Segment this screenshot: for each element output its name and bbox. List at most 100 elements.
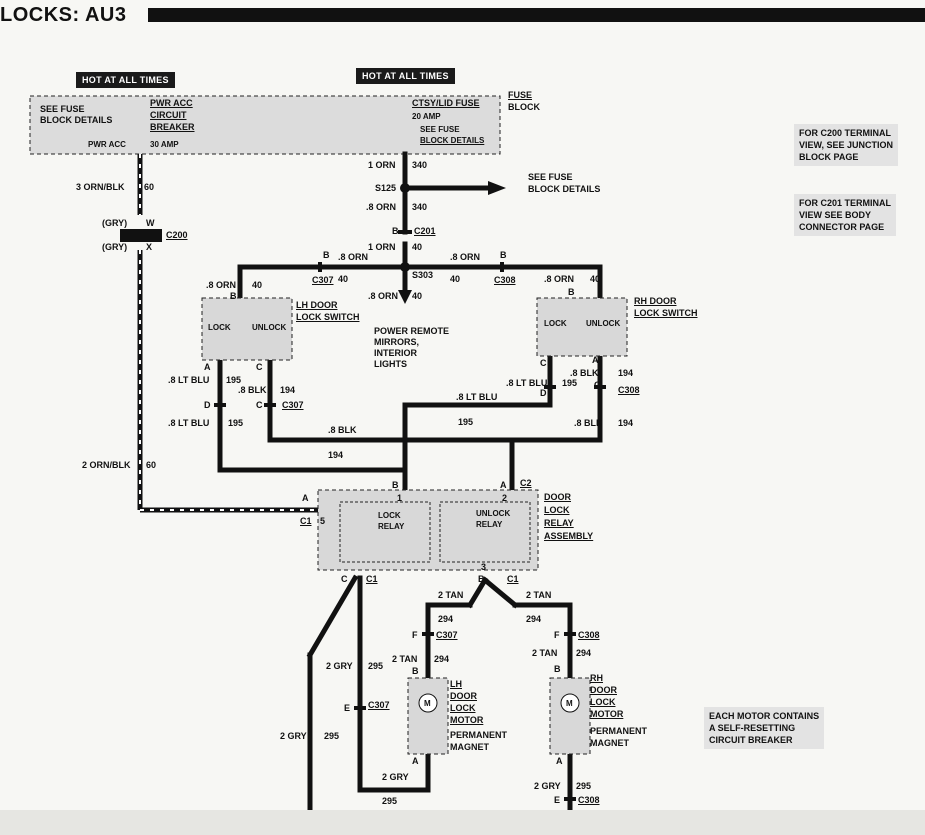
lh-switch-label2: LOCK SWITCH bbox=[296, 312, 360, 322]
pin-relay-3: 3 bbox=[481, 562, 487, 572]
wire-194-mid: 194 bbox=[328, 450, 344, 460]
see-fuse-right: SEE FUSE bbox=[420, 125, 460, 134]
pin-relay-2: 2 bbox=[502, 493, 508, 503]
c201-pin-b: B bbox=[392, 226, 399, 236]
rh-motor-m: M bbox=[566, 699, 573, 708]
pin-rhm-e: E bbox=[554, 795, 561, 805]
block-details-splice: BLOCK DETAILS bbox=[528, 184, 601, 194]
wire-194-rh2: 194 bbox=[618, 418, 634, 428]
fuse-label: FUSE bbox=[508, 90, 533, 100]
wire-60a: 60 bbox=[144, 182, 155, 192]
rh-permanent: PERMANENT bbox=[590, 726, 648, 736]
wire-08orn-down: .8 ORN bbox=[368, 291, 399, 301]
pin-relay-1: 1 bbox=[397, 493, 403, 503]
breaker-label: BREAKER bbox=[150, 122, 195, 132]
rh-motor-box bbox=[549, 677, 591, 755]
wire-294-l: 294 bbox=[438, 614, 454, 624]
pin-lhm-b: B bbox=[412, 666, 419, 676]
pin-lh-d: D bbox=[204, 400, 211, 410]
wire-340a: 340 bbox=[412, 160, 428, 170]
lh-permanent: PERMANENT bbox=[450, 730, 508, 740]
wire-ltblu-lh2: .8 LT BLU bbox=[168, 418, 210, 428]
ctsy-fuse-label: CTSY/LID FUSE bbox=[412, 98, 480, 108]
wire-40-right: 40 bbox=[450, 274, 461, 284]
pwr-acc-bottom: PWR ACC bbox=[88, 140, 126, 149]
rh-lock-switch-box bbox=[536, 297, 628, 357]
lh-motor-box bbox=[407, 677, 449, 755]
wire-2ornblk: 2 ORN/BLK bbox=[82, 460, 131, 470]
wire-blk-mid: .8 BLK bbox=[328, 425, 357, 435]
wire-195-lh2: 195 bbox=[228, 418, 244, 428]
c308-rh: C308 bbox=[618, 385, 640, 395]
circuit-label: CIRCUIT bbox=[150, 110, 187, 120]
wire-tan-rm: 2 TAN bbox=[532, 648, 558, 658]
block-details-right: BLOCK DETAILS bbox=[420, 136, 485, 145]
wire-194-lh1: 194 bbox=[280, 385, 296, 395]
page-title: LOCKS: AU3 bbox=[0, 4, 127, 26]
see-fuse-left: SEE FUSE bbox=[40, 104, 85, 114]
wire-gry-a: 2 GRY bbox=[326, 661, 353, 671]
amp30-label: 30 AMP bbox=[150, 140, 179, 149]
pin-relay-b: B bbox=[392, 480, 399, 490]
s125-label: S125 bbox=[375, 183, 397, 193]
wire-40a: 40 bbox=[412, 242, 423, 252]
pin-lh-a: A bbox=[204, 362, 211, 372]
see-fuse-splice: SEE FUSE bbox=[528, 172, 573, 182]
rh-switch-label: RH DOOR bbox=[634, 296, 677, 306]
pin-x: X bbox=[146, 242, 153, 252]
block-details-left: BLOCK DETAILS bbox=[40, 115, 113, 125]
pin-rhm-b: B bbox=[554, 664, 561, 674]
wire-08orn-left: .8 ORN bbox=[338, 252, 369, 262]
wire-295-a: 295 bbox=[368, 661, 384, 671]
lh-unlock: UNLOCK bbox=[252, 323, 287, 332]
wire-60b: 60 bbox=[146, 460, 157, 470]
pin-rh-d: D bbox=[540, 388, 547, 398]
wire-tan-l: 2 TAN bbox=[438, 590, 464, 600]
c307-f: C307 bbox=[436, 630, 458, 640]
c308-e: C308 bbox=[578, 795, 600, 805]
pwr-acc-label: PWR ACC bbox=[150, 98, 193, 108]
wire-08orn-rh: .8 ORN bbox=[544, 274, 575, 284]
wire-294-r: 294 bbox=[526, 614, 542, 624]
lh-lock: LOCK bbox=[208, 323, 231, 332]
fuse-block-box bbox=[29, 95, 501, 155]
wire-ltblu-rh1: .8 LT BLU bbox=[506, 378, 548, 388]
pin-rh-a: A bbox=[592, 355, 599, 365]
wire-340b: 340 bbox=[412, 202, 428, 212]
c2-label: C2 bbox=[520, 478, 532, 488]
pin-rh-c: C bbox=[540, 358, 547, 368]
lh-motor-m: M bbox=[424, 699, 431, 708]
wire-3ornblk: 3 ORN/BLK bbox=[76, 182, 125, 192]
hot-at-all-times-right: HOT AT ALL TIMES bbox=[356, 68, 455, 84]
wire-1orn-b: 1 ORN bbox=[368, 242, 396, 252]
pin-relay-c: C bbox=[341, 574, 348, 584]
wire-blk-rh1: .8 BLK bbox=[570, 368, 599, 378]
wire-gry-c: 2 GRY bbox=[382, 772, 409, 782]
wire-gry-b: 2 GRY bbox=[280, 731, 307, 741]
amp20-label: 20 AMP bbox=[412, 112, 441, 121]
rh-switch-label2: LOCK SWITCH bbox=[634, 308, 698, 318]
c308-top: C308 bbox=[494, 275, 516, 285]
wire-ltblu-mid: .8 LT BLU bbox=[456, 392, 498, 402]
wire-1orn: 1 ORN bbox=[368, 160, 396, 170]
pin-relay-a-left: A bbox=[302, 493, 309, 503]
wire-294-rm: 294 bbox=[576, 648, 592, 658]
wire-08orn: .8 ORN bbox=[366, 202, 397, 212]
pin-lhm-f: F bbox=[412, 630, 418, 640]
pin-lhm-e: E bbox=[344, 703, 351, 713]
s303-label: S303 bbox=[412, 270, 434, 280]
wire-08orn-right: .8 ORN bbox=[450, 252, 481, 262]
c1-c: C1 bbox=[366, 574, 378, 584]
page-bottom-edge bbox=[0, 810, 925, 835]
pin-relay-a: A bbox=[500, 480, 507, 490]
pin-lh-c2: C bbox=[256, 400, 263, 410]
c200-connector bbox=[120, 229, 162, 242]
wire-ltblu-lh1: .8 LT BLU bbox=[168, 375, 210, 385]
c307-top: C307 bbox=[312, 275, 334, 285]
wire-295-c: 295 bbox=[382, 796, 398, 806]
pin-rh-c2: C bbox=[594, 380, 601, 390]
